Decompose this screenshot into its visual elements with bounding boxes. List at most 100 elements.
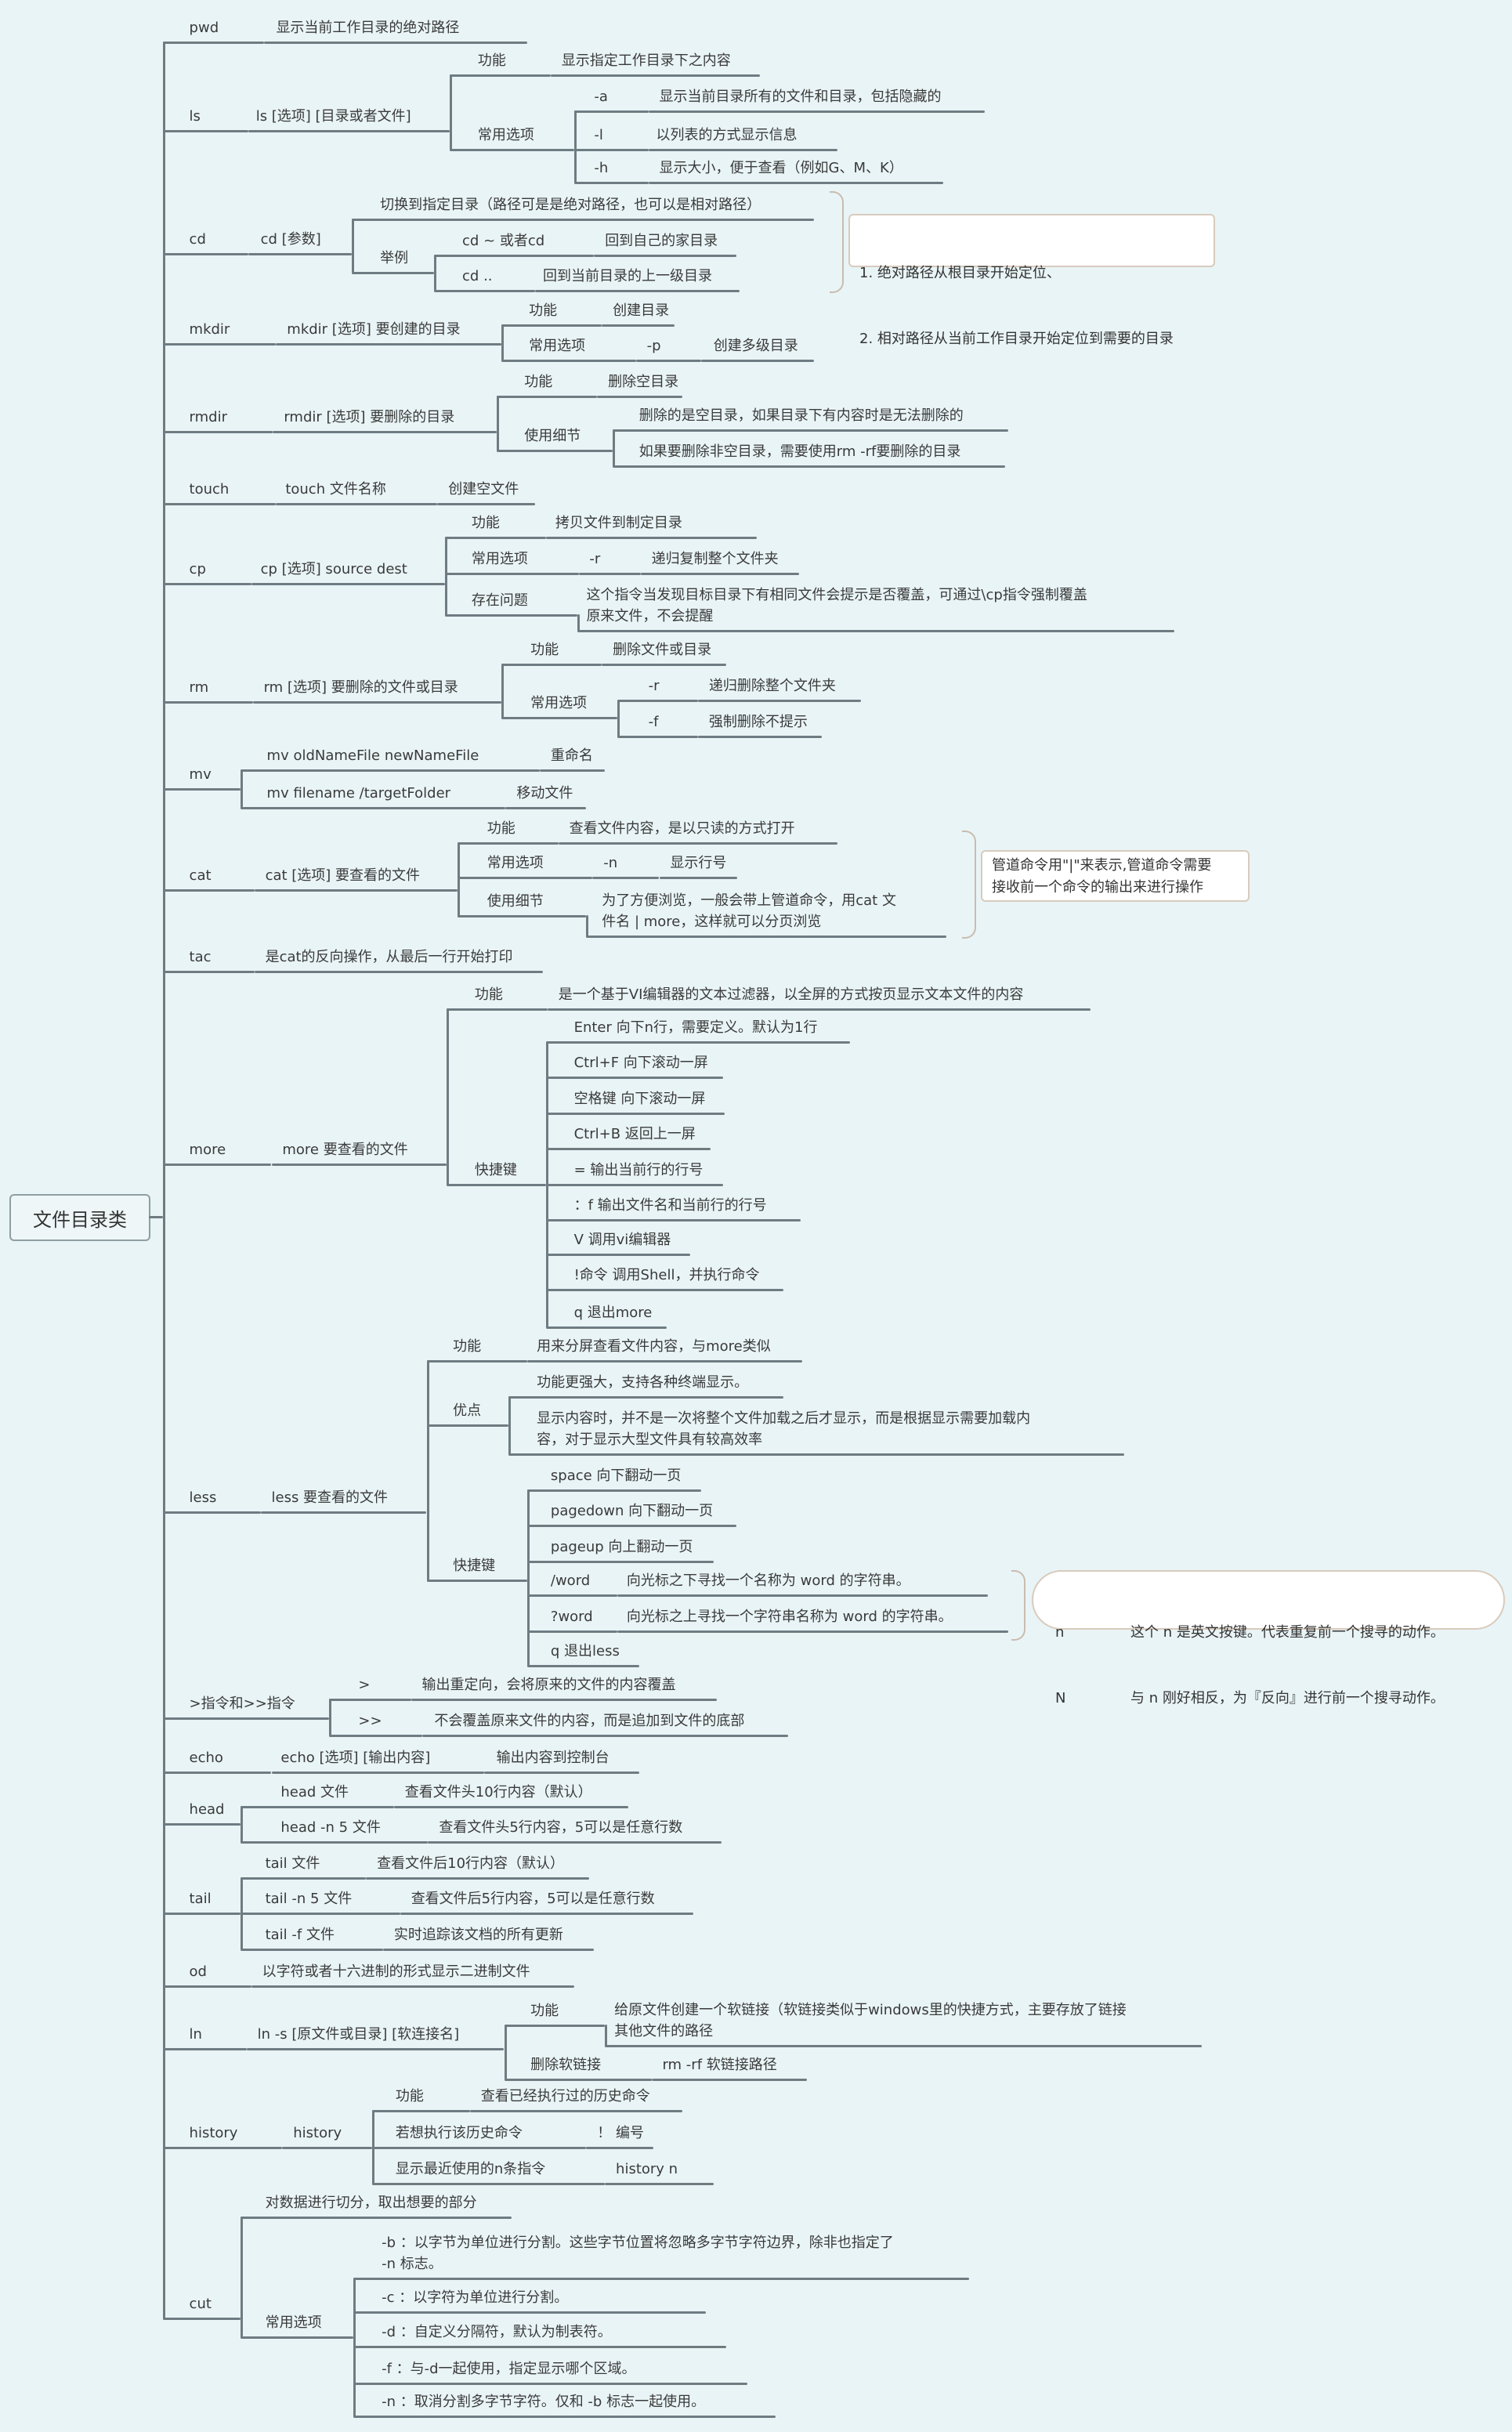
node-cat-syntax[interactable]: cat [选项] 要查看的文件: [265, 867, 421, 884]
node-mv-items-1-desc[interactable]: 移动文件: [516, 784, 573, 802]
node-tail-items-2-desc[interactable]: 实时追踪该文档的所有更新: [393, 1926, 563, 1943]
node-head-items-0-desc[interactable]: 查看文件头10行内容（默认）: [404, 1783, 592, 1800]
node-more-keys-3[interactable]: Ctrl+B 返回上一屏: [573, 1126, 696, 1143]
node-cat-name[interactable]: cat: [189, 867, 212, 884]
node-rmdir-detail_label[interactable]: 使用细节: [524, 428, 581, 445]
node-cut-opts-2[interactable]: -d ：自定义分隔符，默认为制表符。: [382, 2323, 612, 2340]
node-tail-items-0-desc[interactable]: 查看文件后10行内容（默认）: [377, 1855, 565, 1872]
node-history-items-1-label[interactable]: 显示最近使用的n条指令: [395, 2160, 546, 2177]
node-tac-desc[interactable]: 是cat的反向操作，从最后一行开始打印: [265, 949, 513, 966]
node-less-advantages-0[interactable]: 功能更强大，支持各种终端显示。: [537, 1374, 749, 1391]
node-rmdir-details-1[interactable]: 如果要删除非空目录，需要使用rm -rf要删除的目录: [638, 443, 961, 460]
node-ln-name[interactable]: ln: [189, 2025, 202, 2043]
node-ls-opts-1-flag[interactable]: -l: [594, 127, 603, 144]
node-less-keys-3[interactable]: q 退出less: [550, 1642, 620, 1659]
node-cd-example_label[interactable]: 举例: [380, 249, 409, 266]
node-redirect-items-0-desc[interactable]: 输出重定向，会将原来的文件的内容覆盖: [421, 1677, 676, 1694]
node-cd-name[interactable]: cd: [189, 230, 206, 248]
node-ln-delete[interactable]: rm -rf 软链接路径: [662, 2057, 777, 2074]
node-tac-name[interactable]: tac: [189, 949, 212, 966]
node-more-keys_label[interactable]: 快捷键: [474, 1161, 517, 1178]
node-cut-opts-1[interactable]: -c ：以字符为单位进行分割。: [382, 2289, 569, 2307]
node-cd-desc[interactable]: 切换到指定目录（路径可是是绝对路径，也可以是相对路径）: [380, 197, 761, 214]
node-cp-opt_flag[interactable]: -r: [589, 550, 601, 567]
node-ls-func_label[interactable]: 功能: [477, 52, 506, 70]
node-redirect-items-1-op[interactable]: >>: [358, 1712, 382, 1729]
node-tail-items-1-desc[interactable]: 查看文件后5行内容，5可以是任意行数: [411, 1891, 655, 1908]
node-mkdir-func_label[interactable]: 功能: [529, 302, 558, 319]
node-cd-examples-0-desc[interactable]: 回到自己的家目录: [605, 232, 718, 249]
node-more-keys-1[interactable]: Ctrl+F 向下滚动一屏: [573, 1055, 708, 1072]
node-cat-opts_label[interactable]: 常用选项: [487, 854, 544, 871]
node-history-func_label[interactable]: 功能: [395, 2087, 424, 2104]
node-tail-items-0-cmd[interactable]: tail 文件: [265, 1855, 320, 1872]
node-od-desc[interactable]: 以字符或者十六进制的形式显示二进制文件: [262, 1963, 530, 1981]
node-cut-desc[interactable]: 对数据进行切分，取出想要的部分: [265, 2195, 477, 2212]
node-cut-opts-0[interactable]: -b ：以字节为单位进行分割。这些字节位置将忽略多字节字符边界，除非也指定了 -…: [382, 2234, 894, 2272]
node-cat-opt_desc[interactable]: 显示行号: [670, 854, 727, 871]
node-cp-func_label[interactable]: 功能: [471, 515, 500, 532]
node-more-name[interactable]: more: [189, 1142, 226, 1158]
node-mv-items-0-cmd[interactable]: mv oldNameFile newNameFile: [266, 747, 479, 765]
node-tail-items-1-cmd[interactable]: tail -n 5 文件: [265, 1891, 353, 1908]
node-cp-name[interactable]: cp: [189, 561, 206, 578]
node-cp-opt_desc[interactable]: 递归复制整个文件夹: [651, 550, 779, 567]
node-more-keys-4[interactable]: = 输出当前行的行号: [573, 1161, 704, 1178]
node-pwd-desc[interactable]: 显示当前工作目录的绝对路径: [276, 20, 460, 37]
node-rm-name[interactable]: rm: [189, 679, 209, 696]
node-cp-func[interactable]: 拷贝文件到制定目录: [555, 515, 682, 532]
node-more-syntax[interactable]: more 要查看的文件: [282, 1142, 408, 1158]
node-cut-opts-3[interactable]: -f ：与-d一起使用，指定显示哪个区域。: [382, 2361, 636, 2378]
node-history-syntax[interactable]: history: [293, 2125, 342, 2142]
node-ls-opts-2-flag[interactable]: -h: [594, 159, 609, 176]
node-less-search-1-desc[interactable]: 向光标之上寻找一个字符串名称为 word 的字符串。: [626, 1608, 953, 1625]
node-less-func_label[interactable]: 功能: [453, 1338, 482, 1355]
node-touch-name[interactable]: touch: [189, 480, 230, 498]
node-rm-opts_label[interactable]: 常用选项: [530, 694, 588, 711]
node-less-keys_label[interactable]: 快捷键: [453, 1557, 496, 1574]
node-echo-desc[interactable]: 输出内容到控制台: [496, 1750, 610, 1767]
node-rm-opts-0-flag[interactable]: -r: [648, 677, 660, 694]
node-tail-name[interactable]: tail: [189, 1891, 212, 1908]
node-history-items-1-value[interactable]: history n: [616, 2160, 678, 2177]
node-echo-syntax[interactable]: echo [选项] [输出内容]: [280, 1750, 431, 1767]
node-ln-func_label[interactable]: 功能: [530, 2002, 559, 2019]
node-mkdir-name[interactable]: mkdir: [189, 320, 230, 338]
node-cat-func_label[interactable]: 功能: [487, 820, 515, 838]
node-rmdir-func[interactable]: 删除空目录: [608, 373, 679, 390]
node-rm-opts-0-desc[interactable]: 递归删除整个文件夹: [708, 677, 836, 694]
node-ls-opts_label[interactable]: 常用选项: [477, 127, 534, 144]
node-more-keys-5[interactable]: ：f 输出文件名和当前行的行号: [573, 1197, 767, 1214]
node-mkdir-syntax[interactable]: mkdir [选项] 要创建的目录: [287, 320, 461, 338]
node-rm-opts-1-desc[interactable]: 强制删除不提示: [708, 713, 808, 730]
node-head-items-1-desc[interactable]: 查看文件头5行内容，5可以是任意行数: [439, 1819, 683, 1837]
node-less-name[interactable]: less: [189, 1489, 217, 1506]
node-ls-func[interactable]: 显示指定工作目录下之内容: [561, 52, 731, 70]
node-cat-detail[interactable]: 为了方便浏览，一般会带上管道命令，用cat 文 件名 | more，这样就可以分…: [602, 892, 896, 930]
node-more-keys-7[interactable]: !命令 调用Shell，并执行命令: [573, 1267, 760, 1284]
node-cat-opt_flag[interactable]: -n: [603, 854, 618, 871]
node-cut-opts-4[interactable]: -n ：取消分割多字节字符。仅和 -b 标志一起使用。: [382, 2393, 706, 2410]
node-less-search-0-key[interactable]: /word: [550, 1572, 591, 1590]
node-less-search-0-desc[interactable]: 向光标之下寻找一个名称为 word 的字符串。: [626, 1572, 910, 1590]
node-history-name[interactable]: history: [189, 2125, 238, 2142]
node-more-func_label[interactable]: 功能: [474, 986, 503, 1003]
node-cp-opts_label[interactable]: 常用选项: [471, 550, 528, 567]
node-cp-issue[interactable]: 这个指令当发现目标目录下有相同文件会提示是否覆盖，可通过\cp指令强制覆盖 原来…: [586, 586, 1087, 624]
node-cp-syntax[interactable]: cp [选项] source dest: [260, 561, 407, 578]
node-cat-detail_label[interactable]: 使用细节: [487, 893, 544, 910]
node-pwd-name[interactable]: pwd: [189, 20, 219, 37]
node-less-advantages-1[interactable]: 显示内容时，并不是一次将整个文件加载之后才显示，而是根据显示需要加载内 容，对于…: [537, 1410, 1031, 1449]
node-cd-examples-1-desc[interactable]: 回到当前目录的上一级目录: [543, 268, 712, 285]
node-rmdir-syntax[interactable]: rmdir [选项] 要删除的目录: [284, 409, 455, 426]
node-less-syntax[interactable]: less 要查看的文件: [271, 1489, 389, 1506]
node-mv-name[interactable]: mv: [189, 765, 212, 783]
node-cd-examples-1-cmd[interactable]: cd ..: [462, 268, 493, 285]
node-ln-func[interactable]: 给原文件创建一个软链接（软链接类似于windows里的快捷方式，主要存放了链接 …: [614, 2001, 1127, 2039]
node-mkdir-opt_desc[interactable]: 创建多级目录: [713, 338, 798, 355]
node-mkdir-opt_flag[interactable]: -p: [646, 338, 661, 355]
node-rm-func[interactable]: 删除文件或目录: [613, 642, 712, 659]
node-ls-opts-2-desc[interactable]: 显示大小，便于查看（例如G、M、K）: [659, 159, 903, 176]
node-od-name[interactable]: od: [189, 1963, 207, 1981]
node-ls-opts-1-desc[interactable]: 以列表的方式显示信息: [656, 127, 798, 144]
